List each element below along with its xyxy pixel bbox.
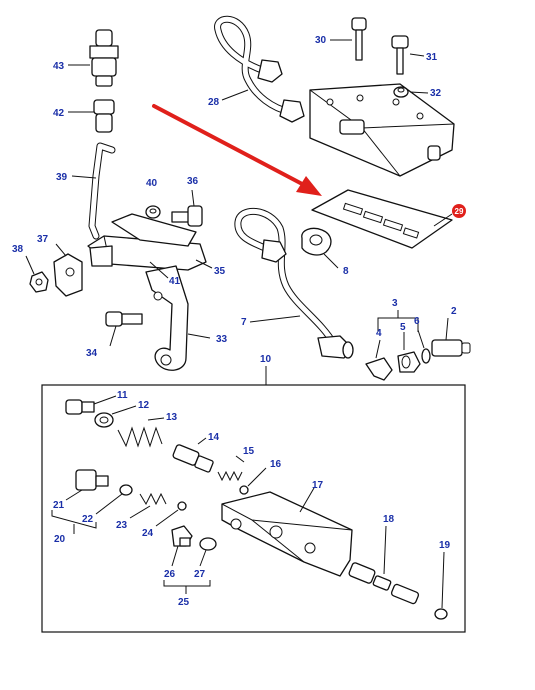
callout-39: 39	[56, 172, 68, 183]
bracket-37	[53, 243, 83, 297]
callout-37: 37	[37, 234, 49, 245]
callout-22: 22	[82, 514, 94, 525]
callout-40: 40	[146, 178, 158, 189]
fitting-26	[171, 525, 193, 567]
washer-12	[94, 405, 137, 428]
callout-12: 12	[138, 400, 150, 411]
callout-32: 32	[430, 88, 442, 99]
bolt-30	[351, 17, 367, 61]
fittings-2-6	[365, 310, 471, 381]
bracket-25	[163, 580, 211, 587]
callout-10: 10	[260, 354, 272, 365]
spool-14	[172, 437, 214, 473]
bracket-20	[51, 510, 97, 529]
bolt-34	[105, 311, 143, 347]
callout-3: 3	[392, 298, 398, 309]
linkage-assembly	[25, 142, 213, 371]
ball-24	[155, 501, 187, 527]
callout-29: 29	[455, 207, 464, 216]
callout-2: 2	[451, 306, 457, 317]
valve-body-17	[221, 487, 353, 577]
nut-40	[145, 205, 161, 219]
highlight-arrow	[152, 104, 322, 196]
callout-42: 42	[53, 108, 65, 119]
nut-38	[25, 255, 49, 293]
bolt-31	[391, 35, 409, 75]
ball-16	[239, 467, 267, 495]
gasket-29	[311, 189, 453, 249]
callout-14: 14	[208, 432, 220, 443]
callout-17: 17	[312, 480, 324, 491]
callout-5: 5	[400, 322, 406, 333]
callout-6: 6	[414, 316, 420, 327]
clip-8	[301, 227, 339, 269]
o-ring-27	[199, 537, 217, 567]
callout-15: 15	[243, 446, 255, 457]
callout-19: 19	[439, 540, 451, 551]
callout-20: 20	[54, 534, 66, 545]
valve-assembly-box-10	[41, 366, 466, 633]
callout-4: 4	[376, 328, 382, 339]
callout-16: 16	[270, 459, 282, 470]
spring-23	[129, 492, 167, 519]
bolt-36	[171, 189, 203, 227]
nut-32	[393, 86, 409, 98]
callout-38: 38	[12, 244, 24, 255]
callout-30: 30	[315, 35, 327, 46]
plug-21	[65, 469, 109, 501]
o-ring-19	[434, 551, 448, 620]
callout-27: 27	[194, 569, 206, 580]
callout-24: 24	[142, 528, 154, 539]
tube-7-assembly	[234, 207, 354, 359]
callout-21: 21	[53, 500, 65, 511]
plug-11	[65, 395, 117, 415]
callout-labels: 2 3 4 5 6 7 8 10 11 12 13 14 15 16 17 18…	[12, 35, 457, 608]
callout-23: 23	[116, 520, 128, 531]
callout-43: 43	[53, 61, 65, 72]
o-ring-22	[95, 484, 133, 515]
callout-18: 18	[383, 514, 395, 525]
callout-25: 25	[178, 597, 190, 608]
fitting-42	[68, 99, 115, 133]
callout-35: 35	[214, 266, 226, 277]
fitting-43	[68, 29, 119, 87]
spring-15	[217, 455, 245, 482]
callout-26: 26	[164, 569, 176, 580]
spring-13	[117, 417, 165, 448]
callout-7: 7	[241, 317, 247, 328]
callout-8: 8	[343, 266, 349, 277]
callout-36: 36	[187, 176, 199, 187]
spool-18	[348, 525, 420, 605]
callout-33: 33	[216, 334, 228, 345]
callout-28: 28	[208, 97, 220, 108]
callout-29-badge: 29	[452, 204, 466, 218]
callout-41: 41	[169, 276, 181, 287]
callout-13: 13	[166, 412, 178, 423]
callout-34: 34	[86, 348, 98, 359]
callout-31: 31	[426, 52, 438, 63]
callout-11: 11	[117, 390, 128, 401]
valve-block-assembly	[214, 15, 455, 177]
